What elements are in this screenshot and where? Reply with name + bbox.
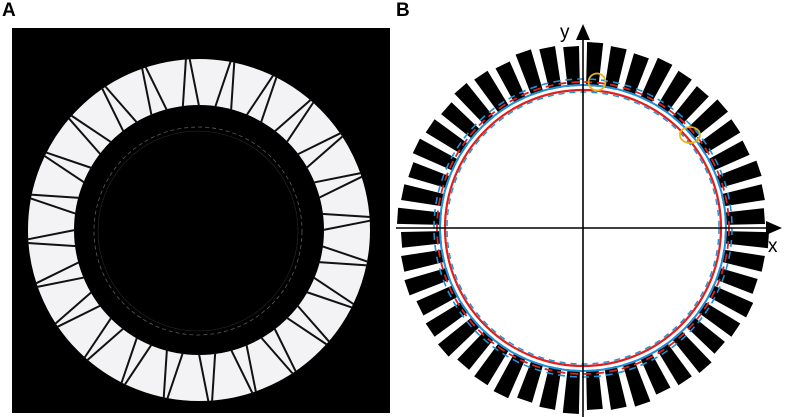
ring-segment (441, 102, 485, 143)
segment-line (285, 101, 315, 143)
inner-dashed-circle (93, 126, 303, 336)
ring-segment (515, 49, 545, 102)
segment-line (322, 219, 371, 231)
segment-line (29, 197, 77, 215)
ring-segment (586, 42, 604, 93)
ring-segment (562, 363, 580, 414)
segment-line (162, 349, 168, 399)
ring-segment (715, 184, 765, 208)
segment-line (188, 58, 200, 107)
ring-segment (715, 248, 765, 272)
highlight-marker-top (587, 72, 607, 92)
segment-line (30, 193, 80, 199)
segment-line (70, 114, 112, 144)
ring-segment (563, 46, 580, 93)
segment-line (83, 317, 113, 359)
segment-line (313, 172, 362, 184)
segment-line (214, 60, 232, 108)
ring-segment (493, 347, 529, 399)
x-axis-label: x (768, 236, 778, 257)
segment-ring (397, 42, 769, 414)
segment-line (120, 337, 138, 384)
segment-line (318, 175, 363, 199)
segment-line (67, 117, 102, 156)
segment-line (104, 85, 138, 124)
y-axis-label: y (560, 22, 570, 43)
segment-line (260, 336, 294, 375)
segment-line (273, 98, 312, 133)
ring-segment (539, 46, 563, 96)
segment-line (286, 316, 328, 346)
segment-line (306, 291, 353, 309)
ring-segment (495, 61, 529, 109)
segment-line (230, 349, 254, 394)
panel-a-label: A (2, 0, 16, 21)
ring-segment (401, 248, 451, 272)
segment-line (245, 344, 257, 393)
segment-line (318, 261, 368, 267)
ring-segment (603, 360, 627, 410)
segment-line (86, 327, 125, 362)
ring-segment (408, 162, 457, 190)
ring-segment (401, 184, 451, 208)
segment-line (43, 154, 85, 184)
segment-line (141, 67, 153, 116)
panel-b-diagram: x y (396, 22, 782, 417)
panel-a-photo (12, 28, 390, 413)
segment-line (101, 87, 125, 133)
segment-line (305, 135, 344, 169)
highlight-marker-right (679, 126, 701, 144)
segment-line (27, 229, 76, 241)
ring-segment (404, 266, 457, 296)
y-axis-arrow-head-icon (576, 24, 590, 40)
segment-line (321, 212, 371, 218)
ring-segment (709, 160, 762, 190)
segment-line (56, 304, 102, 328)
segment-line (273, 327, 297, 373)
panel-b-label: B (396, 0, 410, 21)
segment-line (313, 276, 355, 306)
ring-segment (539, 360, 563, 410)
ring-segment (681, 313, 725, 354)
segment-line (321, 245, 369, 263)
segment-line (230, 61, 236, 111)
segment-line (245, 74, 275, 116)
ring-segment (692, 119, 741, 158)
ring-segment (603, 46, 627, 96)
segment-line (181, 58, 187, 108)
segment-line (27, 242, 77, 248)
segment-line (45, 151, 92, 169)
white-ring (28, 59, 370, 401)
segment-line (54, 291, 93, 325)
segment-line (35, 261, 80, 285)
ring-segment (586, 363, 603, 410)
ring-segment (668, 86, 709, 130)
ring-segment-lines (27, 58, 371, 402)
segment-line (36, 276, 85, 288)
ring-segment (425, 119, 474, 158)
inner-faint-circle (97, 130, 299, 332)
ring-segment (718, 208, 765, 225)
segment-line (198, 353, 210, 402)
ring-segment (457, 326, 498, 370)
segment-line (296, 304, 331, 343)
segment-line (260, 76, 278, 123)
ring-segment (621, 354, 651, 407)
ring-segment (401, 231, 448, 248)
x-axis-arrow-head-icon (766, 221, 782, 235)
segment-line (123, 344, 153, 386)
ring-segment (637, 57, 673, 109)
segment-line (166, 352, 184, 400)
segment-line (296, 132, 342, 156)
ring-segment (454, 83, 498, 130)
ring-segment (425, 298, 474, 337)
segment-line (144, 66, 168, 111)
segment-line (211, 352, 217, 402)
